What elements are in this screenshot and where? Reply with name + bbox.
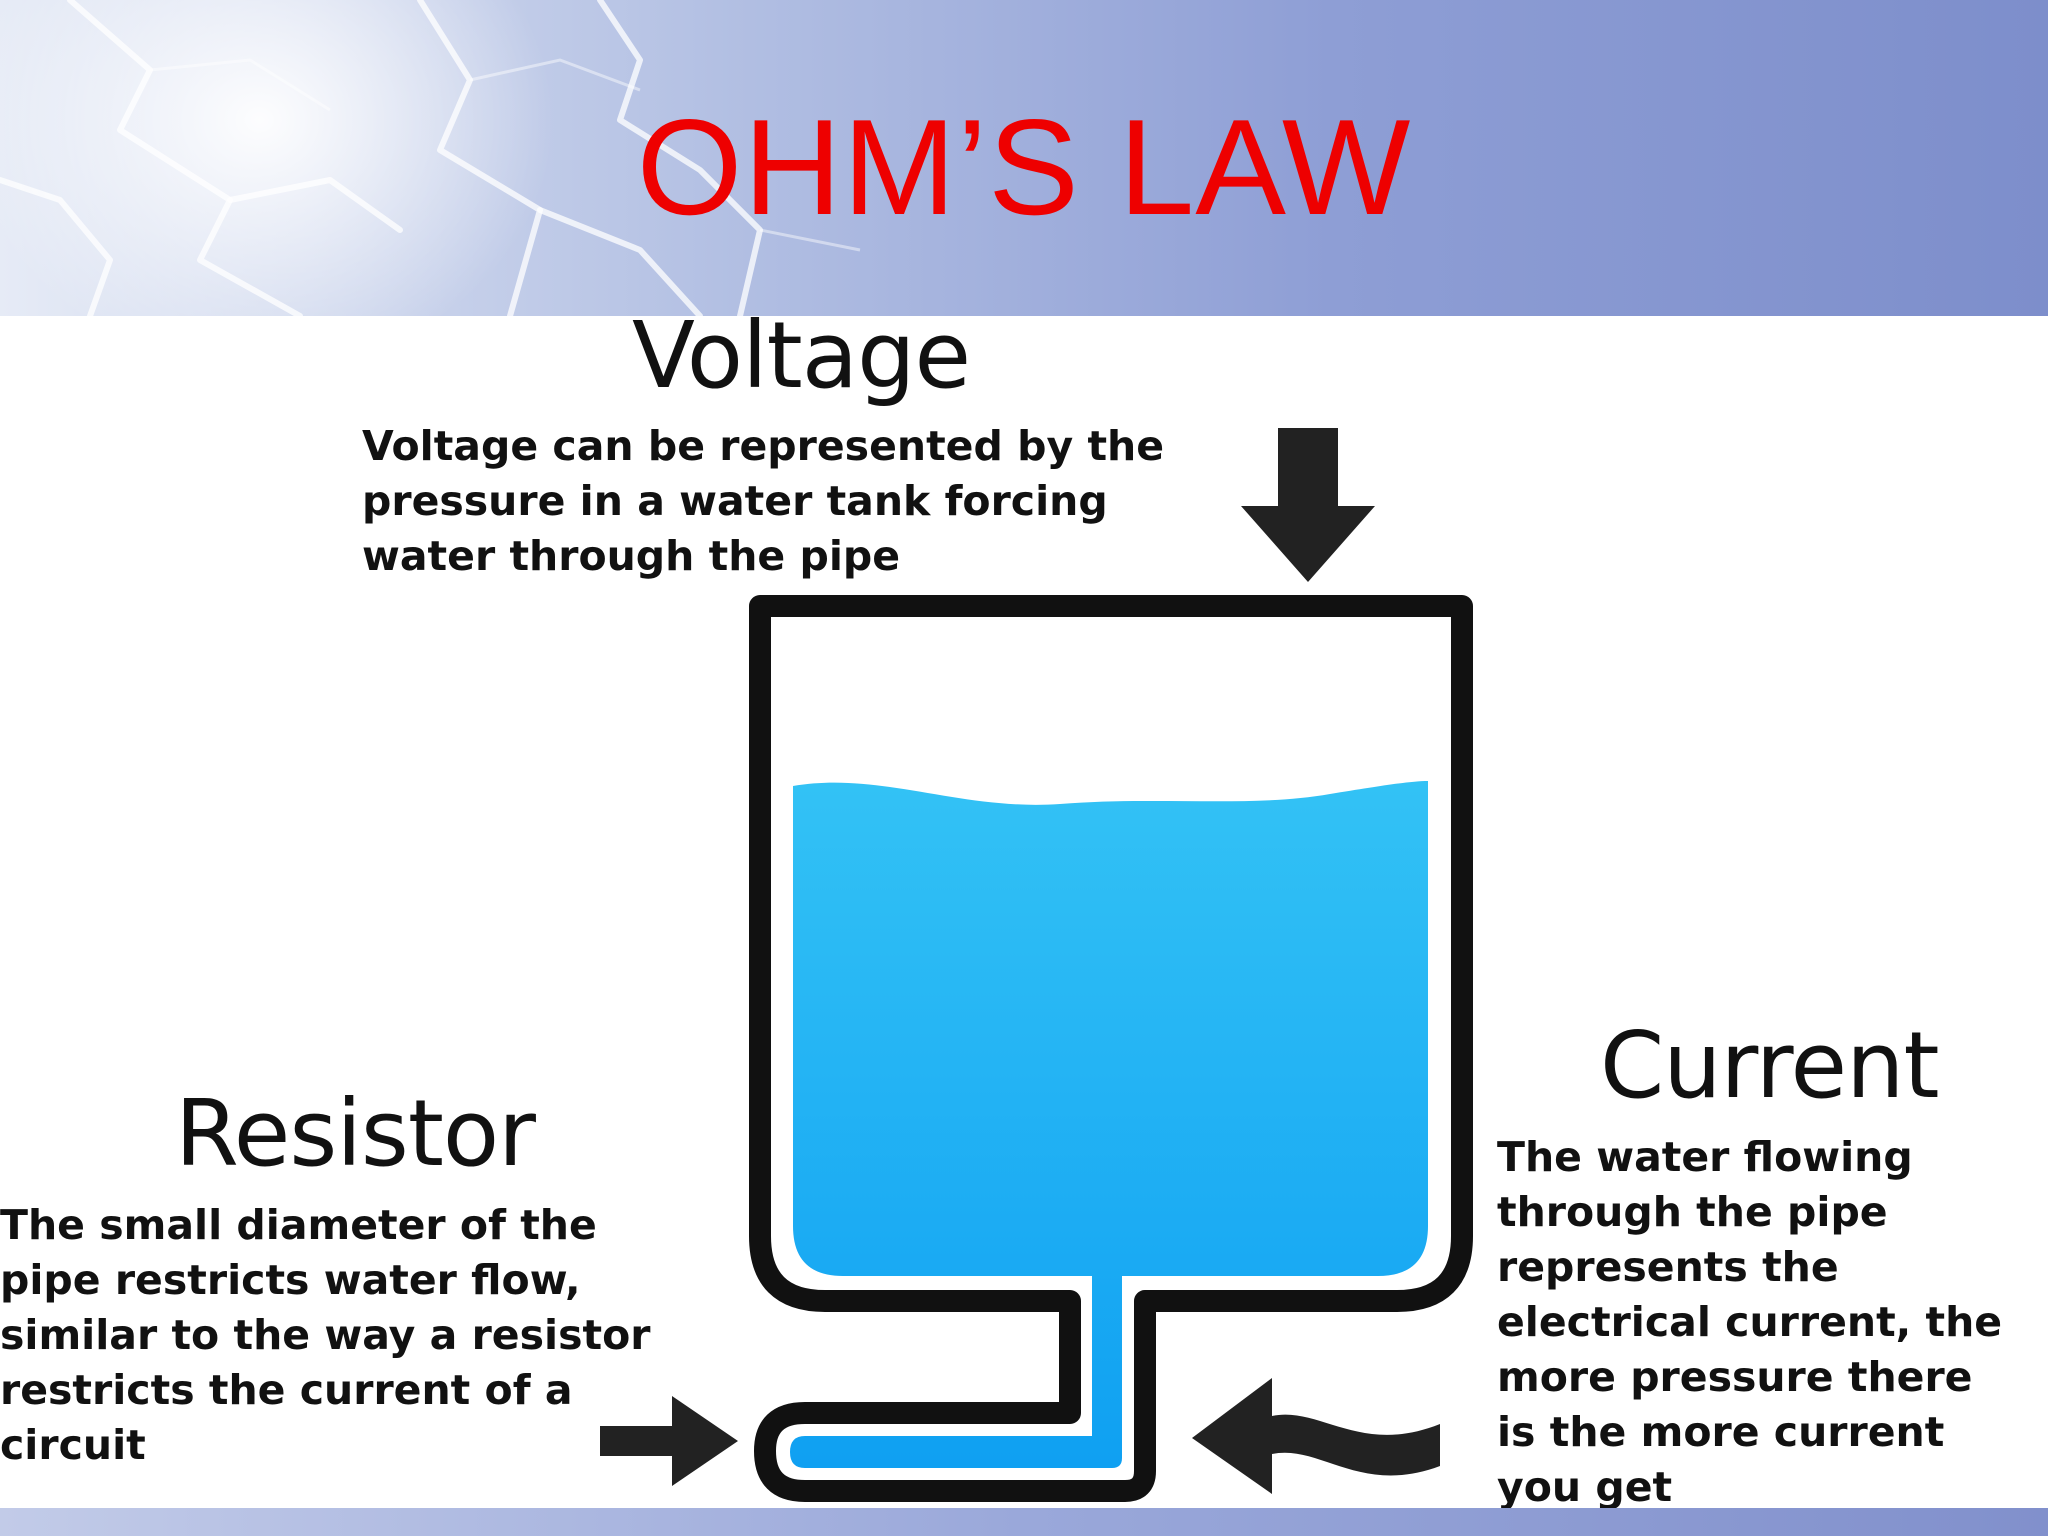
ohms-law-diagram: Voltage Voltage can be represented by th… [0,306,2048,1511]
water-tank-illustration [600,428,1473,1502]
current-heading: Current [1600,1012,1940,1119]
voltage-description: Voltage can be represented by the pressu… [362,422,1165,580]
slide-header: OHM’S LAW [0,0,2048,316]
voltage-heading: Voltage [632,302,971,409]
lightning-background [0,0,861,316]
right-arrow-icon [600,1396,738,1486]
resistor-heading: Resistor [175,1080,536,1187]
resistor-description: The small diameter of the pipe restricts… [0,1201,651,1469]
water [790,781,1428,1468]
down-arrow-icon [1241,428,1375,582]
wavy-left-arrow-icon [1192,1378,1440,1494]
slide-title: OHM’S LAW [636,91,1412,243]
slide-footer [0,1508,2048,1536]
current-description: The water flowing through the pipe repre… [1497,1133,2003,1511]
